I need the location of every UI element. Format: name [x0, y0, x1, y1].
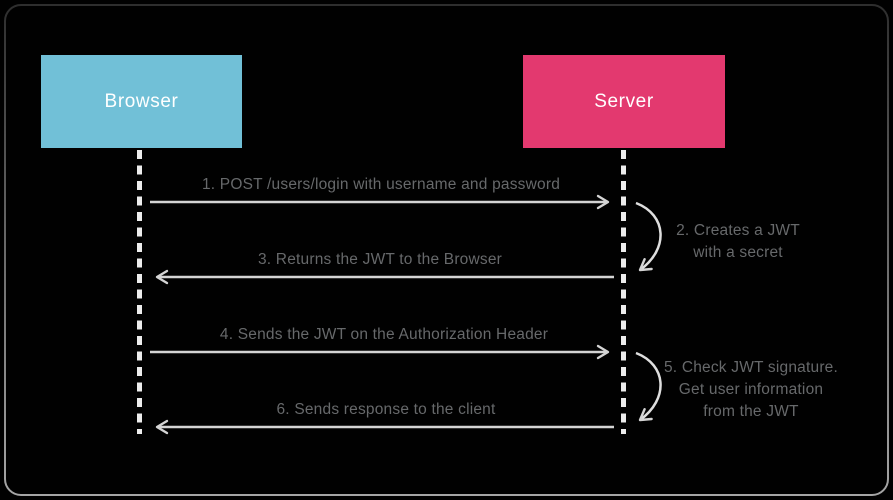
self-loop-2-arrow: [635, 201, 662, 272]
actor-label-browser: Browser: [104, 90, 179, 112]
note-5-line-2: Get user information: [678, 381, 824, 398]
note-2-line-1: 2. Creates a JWT: [676, 222, 800, 239]
actor-box-server: Server: [523, 55, 725, 148]
note-5-label: 5. Check JWT signature. Get user informa…: [664, 357, 838, 423]
message-4-label: 4. Sends the JWT on the Authorization He…: [219, 326, 549, 343]
note-2-line-2: with a secret: [693, 244, 783, 261]
self-loop-5-arrow: [635, 351, 662, 422]
note-5-line-1: 5. Check JWT signature.: [663, 359, 839, 376]
frame-border: [4, 4, 889, 496]
browser-lifeline: [137, 150, 142, 434]
actor-box-browser: Browser: [41, 55, 242, 148]
server-lifeline: [621, 150, 626, 434]
message-3-label: 3. Returns the JWT to the Browser: [257, 251, 503, 268]
note-5-line-3: from the JWT: [703, 403, 799, 420]
message-1-label: 1. POST /users/login with username and p…: [201, 176, 561, 193]
note-2-label: 2. Creates a JWT with a secret: [676, 220, 800, 264]
actor-label-server: Server: [594, 90, 654, 112]
message-6-label: 6. Sends response to the client: [276, 401, 496, 418]
